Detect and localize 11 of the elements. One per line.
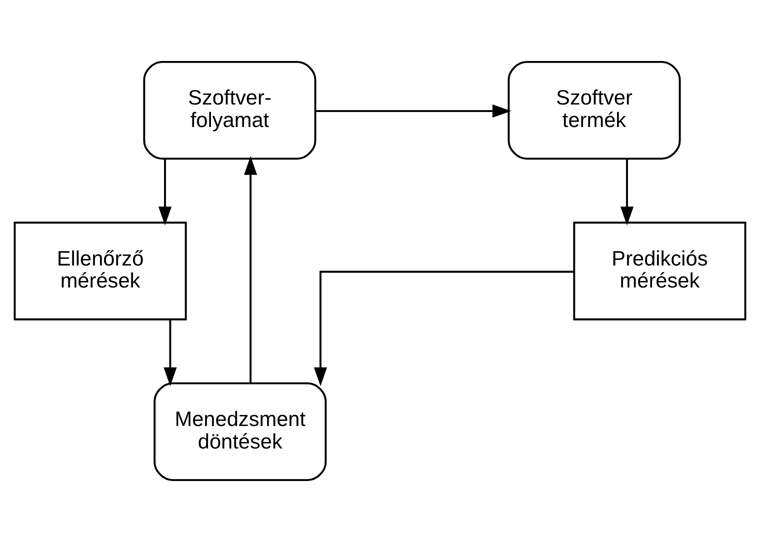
arrow (316, 104, 512, 118)
arrow (158, 158, 172, 226)
node-box: Menedzsment döntések (154, 382, 327, 482)
node-box: Ellenőrző mérések (14, 222, 187, 320)
arrow (620, 158, 634, 226)
node-box: Predikciós mérések (573, 222, 746, 320)
node-box: Szoftver- folyamat (143, 60, 316, 160)
node-box: Szoftver termék (508, 60, 681, 160)
arrow (244, 156, 258, 383)
arrow (164, 320, 177, 386)
arrow (314, 270, 574, 386)
